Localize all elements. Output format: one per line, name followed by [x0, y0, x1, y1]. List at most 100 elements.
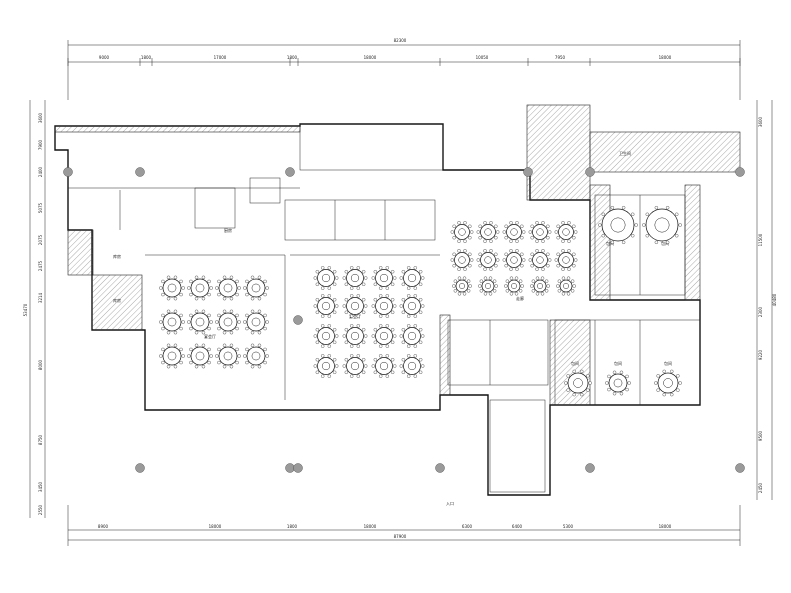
bottom-seg-dim: 1800 [287, 524, 298, 529]
round-table-icon [556, 276, 576, 296]
round-table-icon [215, 275, 241, 301]
round-table-icon [342, 354, 368, 378]
bottom-seg-dim: 6400 [512, 524, 523, 529]
bottom-seg-dim: 6300 [462, 524, 473, 529]
corridor-label: 走廊 [516, 295, 524, 301]
round-table-icon [504, 276, 524, 296]
right-total-dim: 40480 [772, 293, 777, 306]
right-dimension-chain: 40480 3600 11500 2300 9220 9500 2450 [756, 100, 777, 500]
banquet-hall-label: 宴会厅 [349, 313, 361, 319]
round-table-icon [342, 324, 368, 348]
dining-tables [159, 206, 682, 397]
left-seg-dim: 5075 [38, 202, 43, 213]
round-table-icon [450, 249, 474, 271]
round-table-icon [215, 309, 241, 335]
round-table-icon [313, 324, 339, 348]
round-table-icon [371, 294, 397, 318]
round-table-icon [399, 294, 425, 318]
top-seg-dim: 1800 [141, 55, 152, 60]
round-table-icon [371, 324, 397, 348]
entrance-label: 入口 [446, 501, 454, 506]
bottom-seg-dim: 18000 [209, 524, 222, 529]
round-table-icon [530, 276, 550, 296]
round-table-icon [478, 276, 498, 296]
top-seg-dim: 18000 [659, 55, 672, 60]
top-total-dim: 82300 [394, 38, 407, 43]
round-table-icon [342, 266, 368, 290]
round-table-icon [187, 275, 213, 301]
column-icon [735, 463, 745, 473]
round-table-icon [215, 343, 241, 369]
round-table-icon [243, 309, 269, 335]
round-table-icon [502, 221, 526, 243]
private-room-label: 包间 [606, 240, 614, 246]
banquet-hall-label: 宴会厅 [204, 333, 216, 339]
column-icon [585, 463, 595, 473]
left-total-dim: 53470 [23, 303, 28, 316]
round-table-icon [187, 309, 213, 335]
round-table-icon [476, 221, 500, 243]
bottom-seg-dim: 5300 [563, 524, 574, 529]
left-seg-dim: 2550 [38, 504, 43, 515]
column-icon [523, 167, 533, 177]
round-table-icon [399, 324, 425, 348]
column-icon [293, 463, 303, 473]
left-seg-dim: 3450 [38, 481, 43, 492]
round-table-icon [450, 221, 474, 243]
round-table-icon [528, 221, 552, 243]
right-seg-dim: 9220 [758, 349, 763, 360]
column-icon [285, 463, 295, 473]
round-table-icon [654, 369, 682, 397]
storage-label: 库房 [113, 297, 121, 303]
round-table-icon [598, 206, 638, 244]
right-seg-dim: 11500 [758, 233, 763, 246]
round-table-icon [371, 266, 397, 290]
top-seg-dim: 17000 [214, 55, 227, 60]
round-table-icon [243, 275, 269, 301]
round-table-icon [399, 354, 425, 378]
round-table-icon [159, 343, 185, 369]
interior-walls [68, 123, 701, 493]
top-seg-dim: 7950 [555, 55, 566, 60]
left-seg-dim: 8000 [38, 359, 43, 370]
column-icon [285, 167, 295, 177]
round-table-icon [605, 370, 631, 396]
round-table-icon [187, 343, 213, 369]
top-seg-dim: 9000 [99, 55, 110, 60]
round-table-icon [452, 276, 472, 296]
top-seg-dim: 1800 [287, 55, 298, 60]
left-seg-dim: 3214 [38, 292, 43, 303]
kitchen-label: 厨房 [224, 227, 232, 233]
round-table-icon [313, 354, 339, 378]
right-seg-dim: 2300 [758, 306, 763, 317]
column-icon [63, 167, 73, 177]
left-seg-dim: 3600 [38, 112, 43, 123]
toilet-label: 卫生间 [619, 150, 631, 156]
bottom-total-dim: 87900 [394, 534, 407, 539]
bottom-seg-dim: 18000 [659, 524, 672, 529]
column-icon [735, 167, 745, 177]
round-table-icon [642, 206, 682, 244]
private-room-label: 包间 [571, 360, 579, 366]
top-wall-strip [54, 125, 301, 133]
column-icon [135, 463, 145, 473]
round-table-icon [554, 221, 578, 243]
left-seg-dim: 2400 [38, 166, 43, 177]
left-seg-dim: 8750 [38, 434, 43, 445]
storage-label: 库房 [113, 253, 121, 259]
bottom-seg-dim: 18000 [364, 524, 377, 529]
round-table-icon [399, 266, 425, 290]
private-room-label: 包间 [664, 360, 672, 366]
right-seg-dim: 2450 [758, 482, 763, 493]
bottom-dimension-chain: 8900 18000 1800 18000 6300 6400 5300 180… [67, 505, 741, 546]
private-room-label: 包间 [661, 240, 669, 246]
left-seg-dim: 2475 [38, 260, 43, 271]
round-table-icon [554, 249, 578, 271]
left-seg-dim: 2075 [38, 234, 43, 245]
round-table-icon [371, 354, 397, 378]
round-table-icon [159, 275, 185, 301]
column-icon [435, 463, 445, 473]
top-seg-dim: 10050 [476, 55, 489, 60]
round-table-icon [476, 249, 500, 271]
